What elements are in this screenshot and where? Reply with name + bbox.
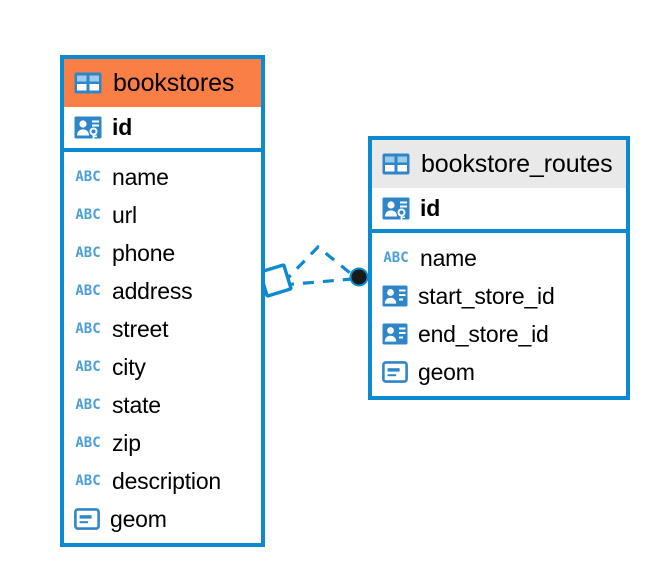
- abc-text-icon: ABC: [75, 245, 101, 261]
- abc-text-icon: ABC: [383, 250, 409, 266]
- field-label: start_store_id: [418, 282, 555, 309]
- geometry-icon: [74, 507, 100, 531]
- field-row[interactable]: ABC city: [64, 348, 261, 386]
- abc-text-icon: ABC: [75, 169, 101, 185]
- entity-primary-key-label: id: [420, 195, 441, 221]
- abc-text-icon: ABC: [75, 435, 101, 451]
- field-label: city: [112, 353, 146, 380]
- table-icon: [382, 153, 410, 175]
- field-row[interactable]: ABC phone: [64, 234, 261, 272]
- field-row[interactable]: ABC name: [372, 239, 626, 277]
- entity-primary-key-row-bookstore-routes[interactable]: id: [372, 188, 626, 233]
- field-row[interactable]: ABC address: [64, 272, 261, 310]
- field-label: address: [112, 277, 193, 304]
- abc-text-icon: ABC: [75, 207, 101, 223]
- relationship-line-arc: [281, 244, 357, 285]
- abc-text-icon: ABC: [75, 397, 101, 413]
- field-label: description: [112, 467, 222, 494]
- entity-table-bookstores[interactable]: bookstores id ABC: [60, 55, 265, 547]
- field-label: geom: [418, 358, 475, 385]
- field-label: street: [112, 315, 169, 342]
- field-label: url: [112, 201, 137, 228]
- entity-header-bookstores[interactable]: bookstores: [64, 59, 261, 107]
- foreign-key-icon: [382, 322, 408, 346]
- primary-key-icon: [382, 195, 410, 223]
- field-label: geom: [110, 505, 167, 532]
- relationship-line-straight: [282, 277, 353, 287]
- geometry-icon: [382, 360, 408, 384]
- abc-text-icon: ABC: [75, 321, 101, 337]
- entity-field-list-bookstore-routes: ABC name start_store_id: [372, 233, 626, 395]
- field-label: name: [112, 163, 169, 190]
- field-row[interactable]: ABC zip: [64, 424, 261, 462]
- field-row[interactable]: ABC name: [64, 158, 261, 196]
- field-row[interactable]: start_store_id: [372, 277, 626, 315]
- abc-text-icon: ABC: [75, 473, 101, 489]
- entity-field-list-bookstores: ABC name ABC url ABC phone ABC: [64, 152, 261, 542]
- field-row[interactable]: geom: [372, 353, 626, 391]
- field-label: end_store_id: [418, 320, 549, 347]
- table-icon: [74, 72, 102, 94]
- field-row[interactable]: ABC description: [64, 462, 261, 500]
- abc-text-icon: ABC: [75, 359, 101, 375]
- abc-text-icon: ABC: [75, 283, 101, 299]
- field-label: zip: [112, 429, 141, 456]
- foreign-key-icon: [382, 284, 408, 308]
- entity-title-label: bookstores: [113, 68, 235, 97]
- relationship-target-circle-marker: [349, 267, 369, 287]
- field-row[interactable]: ABC state: [64, 386, 261, 424]
- entity-header-bookstore-routes[interactable]: bookstore_routes: [372, 140, 626, 188]
- field-label: state: [112, 391, 161, 418]
- entity-primary-key-label: id: [112, 114, 133, 140]
- primary-key-icon: [74, 114, 102, 142]
- entity-primary-key-row-bookstores[interactable]: id: [64, 107, 261, 152]
- entity-table-bookstore-routes[interactable]: bookstore_routes id ABC: [368, 136, 630, 400]
- field-row[interactable]: ABC street: [64, 310, 261, 348]
- field-row[interactable]: end_store_id: [372, 315, 626, 353]
- entity-title-label: bookstore_routes: [421, 149, 613, 178]
- field-row[interactable]: geom: [64, 500, 261, 538]
- field-label: name: [420, 244, 477, 271]
- field-row[interactable]: ABC url: [64, 196, 261, 234]
- field-label: phone: [112, 239, 175, 266]
